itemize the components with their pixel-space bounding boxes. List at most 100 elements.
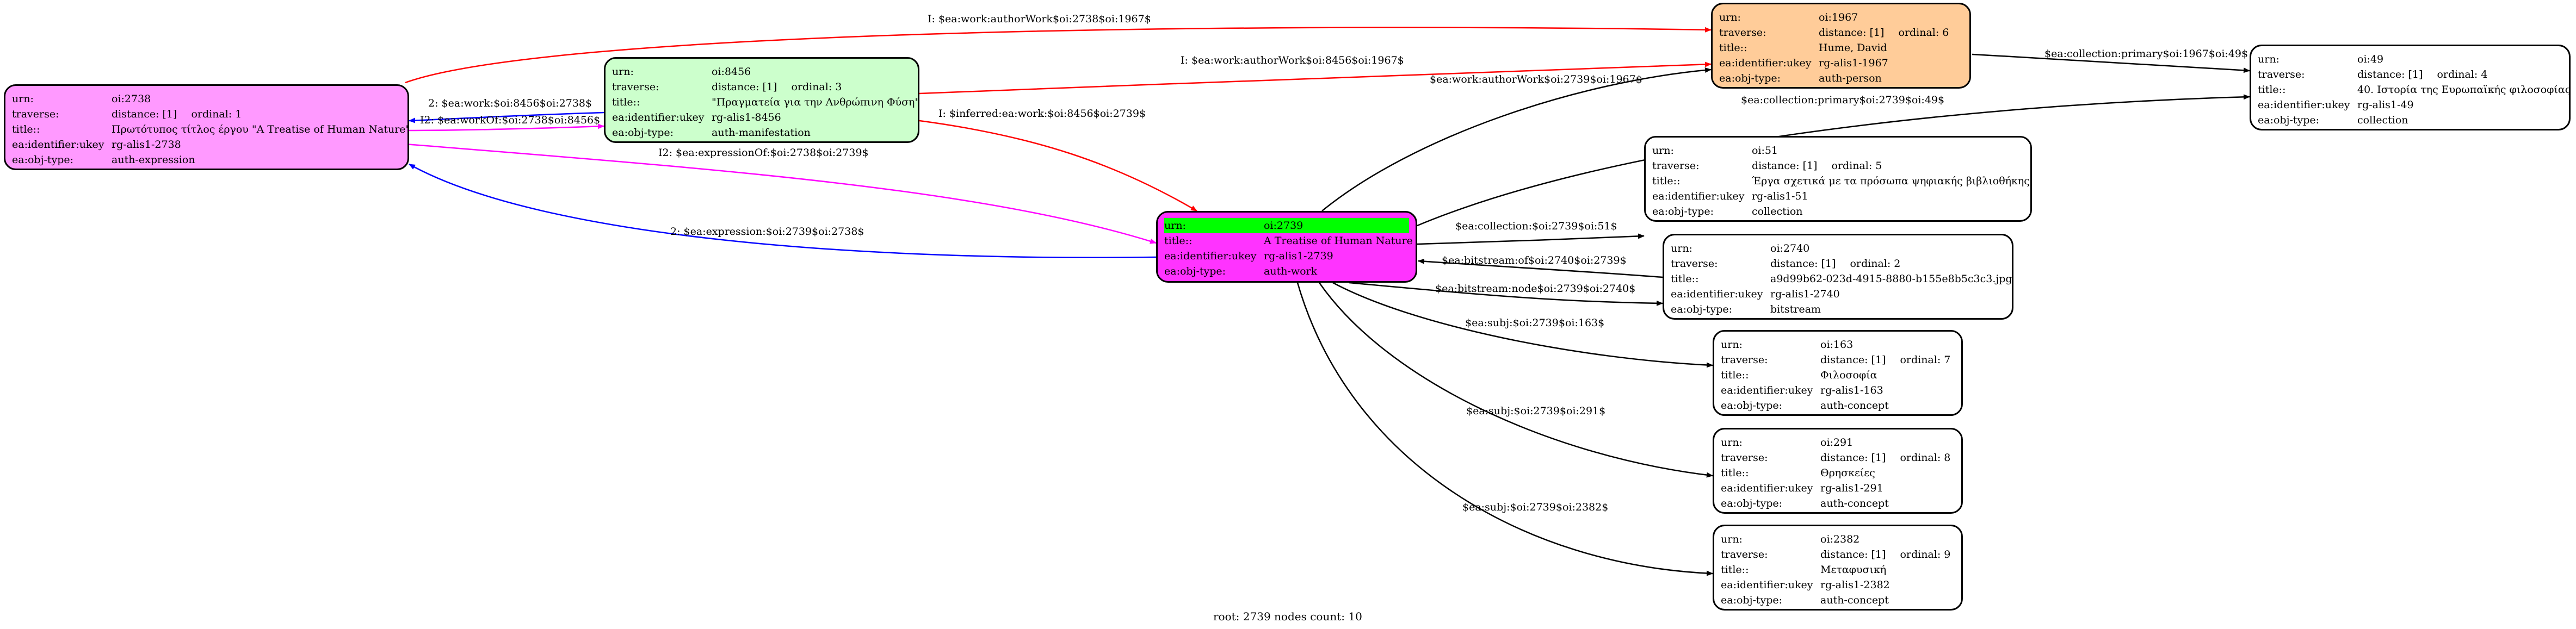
node-field-key: urn: [1721,533,1743,545]
node-field-value-text: oi:51 [1752,145,1778,157]
node-field-value: distance: [1]ordinal: 4 [2357,67,2562,82]
node-row: title::Θρησκείες [1721,465,1955,481]
node-field-value: distance: [1]ordinal: 2 [1770,256,2005,271]
node-field-value: distance: [1]ordinal: 9 [1820,547,1955,562]
node-field-value: a9d99b62-023d-4915-8880-b155e8b5c3c3.jpg [1770,271,2012,287]
node-field-value: auth-concept [1820,496,1955,511]
node-row: traverse:distance: [1]ordinal: 8 [1721,450,1955,465]
node-field-value: rg-alis1-291 [1820,481,1955,496]
node-row: title::A Treatise of Human Nature [1164,233,1413,248]
node-row: urn: oi:2382 [1721,532,1955,547]
node-field-value-text: oi:2740 [1770,242,1810,254]
node-row: urn:oi:2739 [1164,218,1409,233]
node-field-value: A Treatise of Human Nature [1264,233,1413,248]
node-field-key: title:: [1721,564,1749,576]
node-field-value-text: bitstream [1770,303,1821,315]
node-field-value-text: distance: [1] [1819,27,1885,39]
node-field-value-text: distance: [1] [1770,258,1836,270]
edge-label-e12: $ea:bitstream:of$oi:2740$oi:2739$ [1442,254,1627,266]
node-field-value: collection [1752,204,2024,219]
node-field-value: auth-manifestation [712,125,911,140]
node-field-value-text: oi:2738 [112,93,151,105]
node-field-value: auth-concept [1820,398,1955,413]
node-field-key: urn: [1721,437,1743,449]
node-field-key: title:: [1652,175,1681,187]
node-field-value-text: Μεταφυσική [1820,564,1887,576]
node-row: ea:obj-type:collection [2258,113,2562,128]
node-field-value-text: Φιλοσοφία [1820,369,1877,381]
edge-e1 [405,27,1712,84]
edge-e9 [1972,53,2250,73]
node-row: traverse:distance: [1]ordinal: 6 [1719,25,1963,40]
node-field-key: ea:obj-type: [1721,594,1783,606]
node-field-value: Φιλοσοφία [1820,368,1955,383]
node-field-key: ea:identifier:ukey [1721,579,1813,591]
node-field-value: oi:2740 [1770,241,2005,256]
node-field-value: auth-expression [112,152,401,167]
node-field-value: oi:49 [2357,52,2562,67]
node-field-ordinal: ordinal: 6 [1898,27,1949,39]
node-field-ordinal: ordinal: 8 [1900,452,1951,464]
node-field-key: ea:obj-type: [12,154,74,166]
node-row: ea:obj-type:collection [1652,204,2024,219]
node-field-key: ea:obj-type: [1164,265,1226,277]
node-field-value: distance: [1]ordinal: 3 [712,79,911,95]
node-field-key: title:: [1671,273,1699,285]
node-row: urn:oi:163 [1721,337,1955,352]
node-row: traverse: distance: [1]ordinal: 3 [612,79,911,95]
node-field-value: collection [2357,113,2562,128]
node-field-value-text: collection [1752,205,1803,217]
node-field-ordinal: ordinal: 5 [1831,160,1882,172]
edge-label-e6: I: $inferred:ea:work:$oi:8456$oi:2739$ [938,108,1146,120]
node-field-key: ea:identifier:ukey [1164,250,1257,262]
node-field-value: oi:8456 [712,64,911,79]
node-field-key: traverse: [612,81,659,93]
node-field-value-text: auth-work [1264,265,1318,277]
node-field-value-text: distance: [1] [712,81,777,93]
node-field-value: auth-concept [1820,593,1955,608]
node-field-value: Hume, David [1819,40,1963,55]
edge-e15 [1318,282,1713,478]
node-field-value-text: distance: [1] [112,108,177,120]
node-row: ea:obj-type:auth-manifestation [612,125,911,140]
node-field-value-text: auth-concept [1820,400,1889,412]
node-field-value: auth-work [1264,264,1409,279]
node-field-value: rg-alis1-2382 [1820,577,1955,593]
edge-label-e8: 2: $ea:expression:$oi:2739$oi:2738$ [670,226,864,238]
node-field-value: distance: [1]ordinal: 1 [112,107,401,122]
node-field-key: traverse: [12,108,59,120]
node-field-key: urn: [1719,11,1741,23]
node-row: title::Πρωτότυπος τίτλος έργου "A Treati… [12,122,407,137]
node-field-value: 40. Ιστορία της Ευρωπαϊκής φιλοσοφίας [2357,82,2569,97]
node-field-value-text: rg-alis1-291 [1820,482,1883,494]
edge-label-e16: $ea:subj:$oi:2739$oi:2382$ [1462,501,1609,513]
edge-e7 [405,143,1157,244]
node-field-value-text: rg-alis1-1967 [1819,57,1888,69]
edge-e13 [1349,282,1663,306]
node-field-key: ea:identifier:ukey [1671,288,1763,300]
edge-e12 [1418,258,1663,278]
node-field-value-text: auth-manifestation [712,127,811,139]
node-field-value: oi:2382 [1820,532,1955,547]
edge-label-e15: $ea:subj:$oi:2739$oi:291$ [1466,405,1606,417]
node-field-value-text: a9d99b62-023d-4915-8880-b155e8b5c3c3.jpg [1770,273,2012,285]
node-field-key: ea:identifier:ukey [2258,99,2350,111]
node-field-value-text: oi:2382 [1820,533,1860,545]
node-row: urn:oi:291 [1721,435,1955,450]
edge-e5 [409,123,604,132]
node-field-key: ea:identifier:ukey [1721,482,1813,494]
node-field-key: urn: [1671,242,1692,254]
node-field-key: ea:identifier:ukey [12,139,104,151]
node-row: ea:identifier:ukey rg-alis1-2382 [1721,577,1955,593]
